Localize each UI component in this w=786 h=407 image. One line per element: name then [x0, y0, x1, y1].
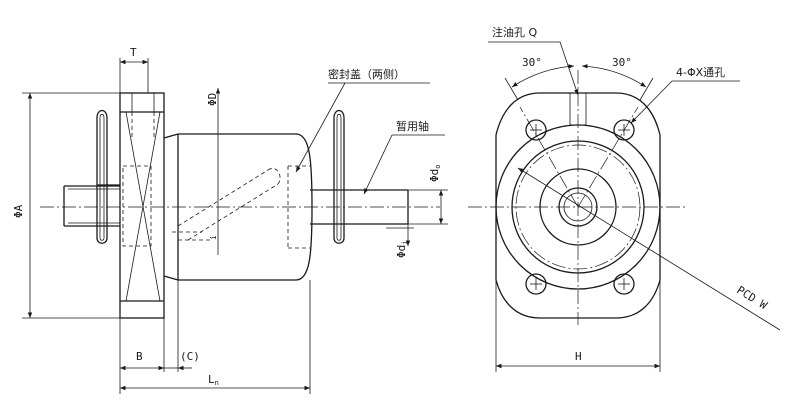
dim-T: T — [119, 46, 149, 93]
label-holes: 4-ΦX通孔 — [676, 66, 725, 79]
dim-phiD: ΦD i — [206, 88, 221, 255]
front-shaft-circle — [558, 187, 598, 227]
pcd-callout: PCD W — [517, 167, 781, 331]
dim-phiDi: Φdi — [386, 210, 414, 258]
flange — [119, 92, 165, 319]
screw-shaft — [63, 185, 409, 227]
oil-callout: 注油孔 Q — [488, 25, 579, 96]
label-oil: 注油孔 Q — [492, 25, 537, 39]
svg-text:Φdi: Φdi — [395, 241, 409, 258]
label-phiA: ΦA — [12, 204, 25, 218]
oil-hole — [569, 93, 587, 126]
label-phiD: ΦD — [206, 93, 219, 106]
label-T: T — [130, 46, 137, 59]
left-wiper — [96, 109, 120, 244]
label-C: (C) — [180, 350, 200, 363]
svg-text:Ln: Ln — [208, 373, 219, 387]
svg-text:i: i — [209, 235, 218, 240]
dim-bottom: B (C) Ln — [119, 280, 311, 394]
label-Ln: L — [208, 373, 215, 386]
dim-phiA: ΦA — [12, 92, 120, 319]
holes-callout: 4-ΦX通孔 — [630, 66, 740, 124]
dim-H: H — [495, 280, 661, 372]
return-tube — [172, 168, 281, 241]
seal-callout: 密封盖（两侧） — [295, 67, 430, 173]
label-phiDo: Φd — [428, 169, 441, 182]
label-angle-right: 30° — [612, 56, 632, 69]
angle-arcs: 30° 30° — [504, 56, 654, 101]
right-wiper — [333, 109, 345, 244]
label-seal: 密封盖（两侧） — [328, 67, 405, 81]
label-B: B — [136, 350, 143, 363]
front-pcd-circle — [515, 144, 641, 270]
front-view: 30° 30° 注油孔 Q 4-ΦX通孔 PCD W H — [468, 25, 781, 372]
bolt-hole-4 — [613, 273, 635, 295]
label-phiDi: Φd — [395, 245, 408, 258]
label-shaft: 暂用轴 — [396, 119, 429, 133]
side-view: T ΦD i ΦA 密封盖（两侧） 暂用轴 — [12, 46, 448, 394]
label-angle-left: 30° — [522, 56, 542, 69]
shaft-callout: 暂用轴 — [363, 119, 445, 195]
bolt-hole-3 — [525, 273, 547, 295]
front-body-circle — [511, 140, 645, 274]
front-flange-outline — [495, 92, 661, 319]
nut-body — [163, 133, 313, 281]
label-pcd: PCD W — [734, 284, 769, 313]
front-seal-circle — [539, 168, 617, 246]
front-bore-circle — [563, 192, 593, 222]
svg-text:Φdo: Φdo — [428, 165, 442, 182]
label-H: H — [575, 350, 582, 363]
dim-phiDo: Φdo — [408, 165, 448, 225]
